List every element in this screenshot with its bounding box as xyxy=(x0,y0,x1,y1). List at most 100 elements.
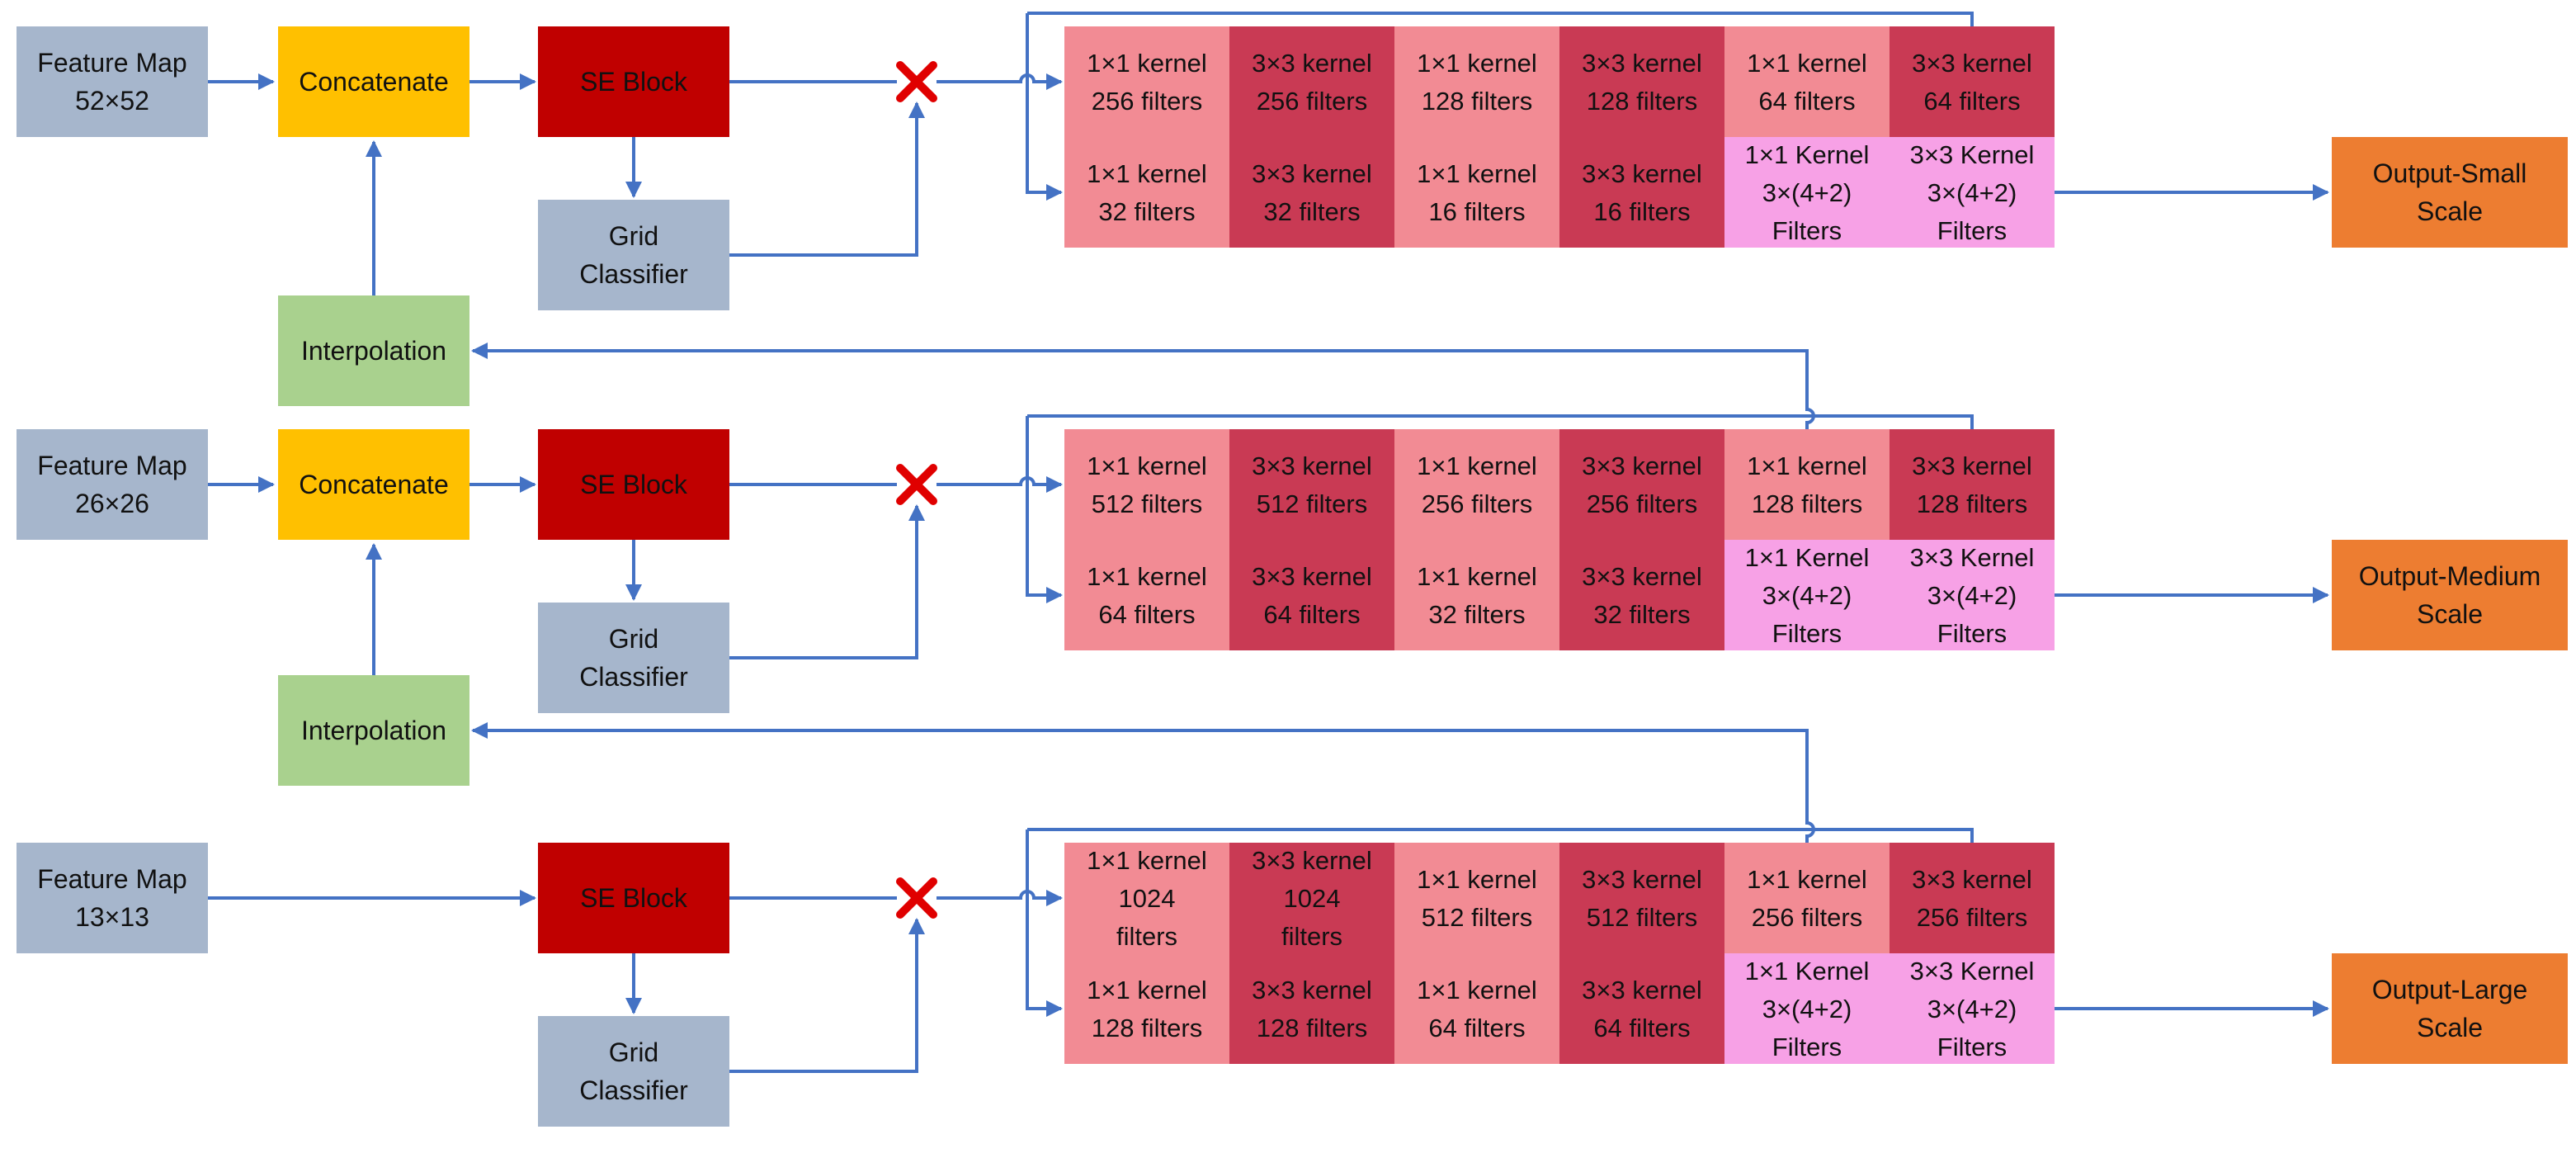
kernel-cell: 3×3 kernel 64 filters xyxy=(1559,953,1724,1064)
kernel-cell-label: 3×3 Kernel xyxy=(1910,543,2035,572)
kernel-cell-label: 3×3 kernel xyxy=(1582,976,1702,1004)
kernel-cell-label: 16 filters xyxy=(1428,197,1525,226)
grid-classifier-box-shape xyxy=(538,1016,729,1127)
grid-to-merge-arrow xyxy=(729,102,925,257)
kernel-cell-shape xyxy=(1064,26,1229,137)
kernel-cell-label: 1×1 kernel xyxy=(1747,865,1867,894)
kernel-cell-label: 3×(4+2) xyxy=(1927,581,2017,610)
kernel-cell-label: 64 filters xyxy=(1428,1014,1525,1042)
kernel-cell: 1×1 kernel 128 filters xyxy=(1064,953,1229,1064)
kernel-cell-label: 64 filters xyxy=(1923,87,2020,116)
kernel-cell-label: filters xyxy=(1281,922,1342,951)
kernel-cell-label: 1×1 kernel xyxy=(1417,49,1537,78)
grid-classifier-box-label: Classifier xyxy=(579,1075,688,1105)
kernel-cell-label: 1×1 kernel xyxy=(1087,976,1207,1004)
kernel-cell-label: 3×3 kernel xyxy=(1582,49,1702,78)
grid-to-merge-arrow xyxy=(729,504,925,659)
interpolation-box: Interpolation xyxy=(278,295,469,406)
kernel-cell-label: 128 filters xyxy=(1092,1014,1202,1042)
kernel-cell: 3×3 kernel 64 filters xyxy=(1890,26,2055,137)
kernel-cell-label: 3×(4+2) xyxy=(1762,581,1852,610)
feature-map-box-label: 26×26 xyxy=(75,489,149,518)
kernel-cell-label: 1024 xyxy=(1119,884,1176,913)
feature-map-box-label: Feature Map xyxy=(37,864,186,894)
kernel-cell-shape xyxy=(1064,843,1229,953)
kernel-cell-label: 1×1 kernel xyxy=(1417,562,1537,591)
merge-to-kernels-arrow xyxy=(937,73,1063,90)
kernel-cell-label: 3×3 kernel xyxy=(1252,159,1372,188)
kernel-cell-label: 256 filters xyxy=(1752,903,1862,932)
feature-map-box: Feature Map 13×13 xyxy=(17,843,208,953)
kernel-cell-label: Filters xyxy=(1937,1033,2007,1061)
kernel-cell-label: 32 filters xyxy=(1098,197,1195,226)
kernel-cell-label: 3×3 kernel xyxy=(1912,49,2032,78)
interpolation-box-label: Interpolation xyxy=(301,716,446,745)
kernel-cell-label: 1×1 kernel xyxy=(1417,159,1537,188)
kernel-cell-label: 256 filters xyxy=(1422,489,1532,518)
kernels-branch-arrow xyxy=(1026,830,1063,1017)
kernel-cell-shape xyxy=(1229,26,1394,137)
kernel-cell-label: 3×3 kernel xyxy=(1582,562,1702,591)
kernel-cell-shape xyxy=(1064,137,1229,248)
kernel-cell-shape xyxy=(1559,137,1724,248)
cross-icon xyxy=(896,61,937,102)
interpolation-box-shape xyxy=(278,295,469,406)
feedback-to-interp-arrow xyxy=(471,343,1815,429)
se-block-box-label: SE Block xyxy=(580,67,688,97)
kernel-cell-label: 3×3 kernel xyxy=(1252,976,1372,1004)
kernel-cell-shape xyxy=(1394,540,1559,650)
concatenate-box-label: Concatenate xyxy=(299,470,448,499)
concatenate-box: Concatenate xyxy=(278,429,469,540)
se-block-box: SE Block xyxy=(538,429,729,540)
output-box-label: Scale xyxy=(2417,196,2483,226)
kernel-cell-label: 1×1 kernel xyxy=(1747,451,1867,480)
cross-icon xyxy=(896,877,937,919)
output-box-label: Output-Medium xyxy=(2359,561,2541,591)
kernel-cell-label: Filters xyxy=(1937,216,2007,245)
kernel-cell-label: Filters xyxy=(1772,1033,1842,1061)
kernels-branch-arrow xyxy=(1026,416,1063,603)
kernel-cell-shape xyxy=(1394,429,1559,540)
kernel-cell-label: 64 filters xyxy=(1593,1014,1690,1042)
kernel-cell-label: 3×3 kernel xyxy=(1582,159,1702,188)
kernel-cell-label: 1×1 kernel xyxy=(1747,49,1867,78)
kernel-cell-label: 256 filters xyxy=(1092,87,1202,116)
output-box-shape xyxy=(2332,953,2568,1064)
feature-map-box-label: 13×13 xyxy=(75,902,149,932)
kernel-cell-shape xyxy=(1394,26,1559,137)
se-block-box-shape xyxy=(538,843,729,953)
kernel-cell-label: 3×3 kernel xyxy=(1252,451,1372,480)
kernel-cell-shape xyxy=(1890,843,2055,953)
kernel-cell-label: 3×(4+2) xyxy=(1927,995,2017,1023)
kernel-cell-shape xyxy=(1890,540,2055,650)
kernel-cell-label: 3×3 kernel xyxy=(1252,846,1372,875)
kernel-cell-shape xyxy=(1890,429,2055,540)
merge-to-kernels-arrow xyxy=(937,890,1063,906)
kernel-loop-line xyxy=(1027,414,1974,429)
kernel-cell-label: 3×3 kernel xyxy=(1252,49,1372,78)
kernel-cell-label: 1×1 kernel xyxy=(1087,49,1207,78)
kernel-cell-label: 1×1 Kernel xyxy=(1745,140,1870,169)
kernel-cell-shape xyxy=(1890,953,2055,1064)
se-block-box-label: SE Block xyxy=(580,470,688,499)
kernel-cell-shape xyxy=(1559,26,1724,137)
kernel-cell-shape xyxy=(1724,540,1890,650)
